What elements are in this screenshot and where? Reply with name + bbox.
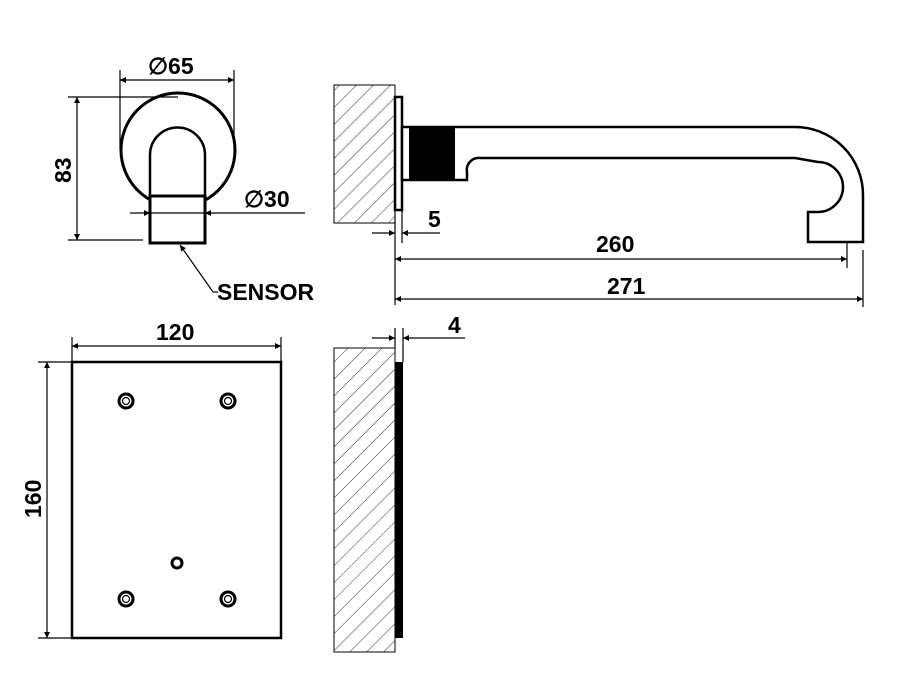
mounting-plate: [70, 360, 283, 640]
wall-section: [333, 84, 396, 224]
threaded-connector: [409, 127, 455, 180]
wall-section: [333, 347, 396, 653]
dimension-flange-5: 5: [428, 206, 441, 232]
mounting-plate-side: [395, 362, 403, 638]
side-view: 5 260 271: [333, 84, 865, 307]
dimension-diameter-65: ∅65: [148, 53, 194, 79]
screw-hole: [219, 590, 237, 608]
sensor-window: [148, 194, 207, 245]
sensor-leader: [179, 244, 214, 293]
plate-front-view: 120 160: [20, 319, 283, 640]
sensor-label: SENSOR: [217, 279, 315, 305]
dimension-height-83: 83: [50, 157, 76, 183]
dimension-reach-260: 260: [596, 231, 634, 257]
screw-hole: [117, 590, 135, 608]
plate-side-view: 4: [333, 312, 465, 653]
spout-side: [400, 125, 865, 244]
dimension-thickness-4: 4: [448, 312, 461, 338]
cable-hole: [170, 556, 184, 570]
dimension-reach-271: 271: [607, 273, 646, 299]
screw-hole: [219, 392, 237, 410]
screw-hole: [117, 392, 135, 410]
front-view: ∅65 83 ∅30 SENSOR: [50, 53, 315, 305]
dimension-diameter-30: ∅30: [244, 186, 290, 212]
dimension-width-120: 120: [156, 319, 194, 345]
dimension-height-160: 160: [20, 480, 46, 518]
